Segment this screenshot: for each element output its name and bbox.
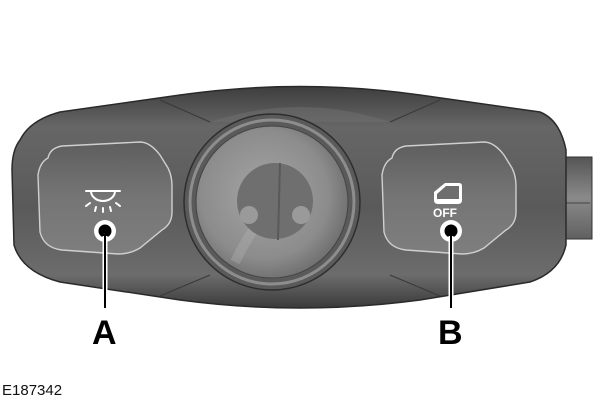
door-off-button[interactable] bbox=[381, 141, 517, 255]
door-off-label: OFF bbox=[433, 206, 457, 220]
callout-a-leader bbox=[94, 220, 116, 308]
callout-label-b: B bbox=[438, 314, 463, 352]
callout-b-leader bbox=[440, 220, 462, 308]
door-icon bbox=[434, 183, 462, 204]
center-dial[interactable] bbox=[183, 113, 361, 291]
figure-id: E187342 bbox=[2, 382, 63, 399]
callout-label-a: A bbox=[92, 314, 117, 352]
dial-center-knob bbox=[237, 162, 313, 241]
interior-lamp-button[interactable] bbox=[37, 141, 173, 255]
interior-lamp-icon bbox=[85, 190, 121, 213]
